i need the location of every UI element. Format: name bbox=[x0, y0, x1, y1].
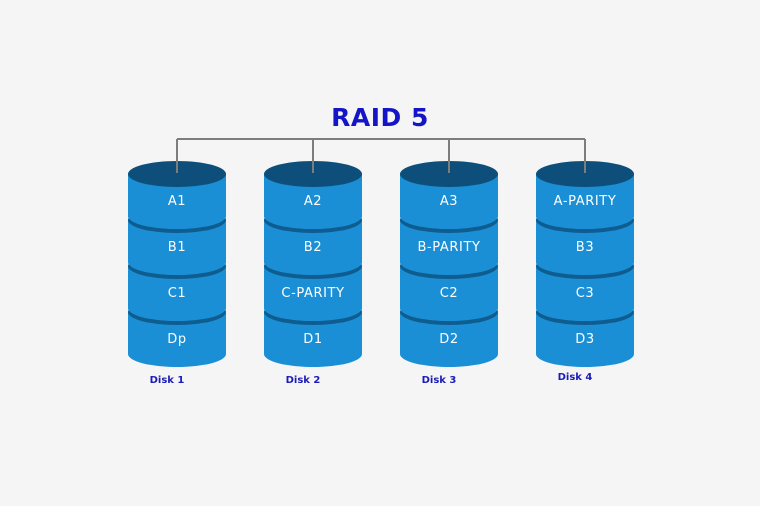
segment-label: C-PARITY bbox=[281, 286, 344, 301]
segment-label: B3 bbox=[576, 240, 594, 255]
segment-rim bbox=[264, 258, 362, 275]
disk-segment: A3 bbox=[400, 161, 498, 229]
segment-label: B2 bbox=[304, 240, 322, 255]
segment-rim bbox=[264, 212, 362, 229]
connector-lines bbox=[176, 138, 586, 173]
segment-label: A1 bbox=[168, 194, 186, 209]
segment-body bbox=[128, 220, 226, 275]
segment-rim bbox=[264, 304, 362, 321]
segment-rim bbox=[128, 304, 226, 321]
segment-label: D2 bbox=[439, 332, 458, 347]
segment-body bbox=[128, 174, 226, 229]
segment-rim bbox=[536, 258, 634, 275]
segment-body bbox=[536, 174, 634, 229]
segment-rim bbox=[128, 212, 226, 229]
segment-rim bbox=[536, 212, 634, 229]
disk-segment: A2 bbox=[264, 161, 362, 229]
segment-label: B1 bbox=[168, 240, 186, 255]
disk-label: Disk 3 bbox=[422, 375, 457, 386]
segment-label: A2 bbox=[304, 194, 322, 209]
disk-top-cap bbox=[536, 161, 634, 187]
segment-label: B-PARITY bbox=[417, 240, 480, 255]
segment-label: D1 bbox=[303, 332, 322, 347]
disk-label: Disk 2 bbox=[286, 375, 321, 386]
disk-label: Disk 4 bbox=[558, 372, 593, 383]
disk-segment: A-PARITY bbox=[536, 161, 634, 229]
segment-body bbox=[400, 174, 498, 229]
segment-rim bbox=[536, 304, 634, 321]
disk-label: Disk 1 bbox=[150, 375, 185, 386]
segment-body bbox=[128, 266, 226, 321]
segment-body bbox=[264, 312, 362, 367]
disk-top-cap bbox=[400, 161, 498, 187]
segment-body bbox=[400, 266, 498, 321]
segment-body bbox=[264, 220, 362, 275]
segment-body bbox=[536, 220, 634, 275]
segment-body bbox=[536, 266, 634, 321]
segment-rim bbox=[400, 304, 498, 321]
disk-top-cap bbox=[128, 161, 226, 187]
disk-segment: A1 bbox=[128, 161, 226, 229]
segment-body bbox=[128, 312, 226, 367]
segment-body bbox=[264, 174, 362, 229]
segment-body bbox=[264, 266, 362, 321]
segment-rim bbox=[128, 258, 226, 275]
segment-rim bbox=[400, 258, 498, 275]
segment-label: A-PARITY bbox=[554, 194, 617, 209]
segment-body bbox=[536, 312, 634, 367]
segment-label: A3 bbox=[440, 194, 458, 209]
segment-body bbox=[400, 220, 498, 275]
segment-rim bbox=[400, 212, 498, 229]
segment-body bbox=[400, 312, 498, 367]
disk-top-cap bbox=[264, 161, 362, 187]
segment-label: C2 bbox=[440, 286, 459, 301]
segment-label: D3 bbox=[575, 332, 594, 347]
segment-label: Dp bbox=[167, 332, 186, 347]
disk-4: D3 C3 B3 A-PARITY Disk 4 bbox=[536, 161, 634, 383]
segment-label: C1 bbox=[168, 286, 187, 301]
segment-label: C3 bbox=[576, 286, 595, 301]
diagram-title: RAID 5 bbox=[331, 103, 429, 132]
